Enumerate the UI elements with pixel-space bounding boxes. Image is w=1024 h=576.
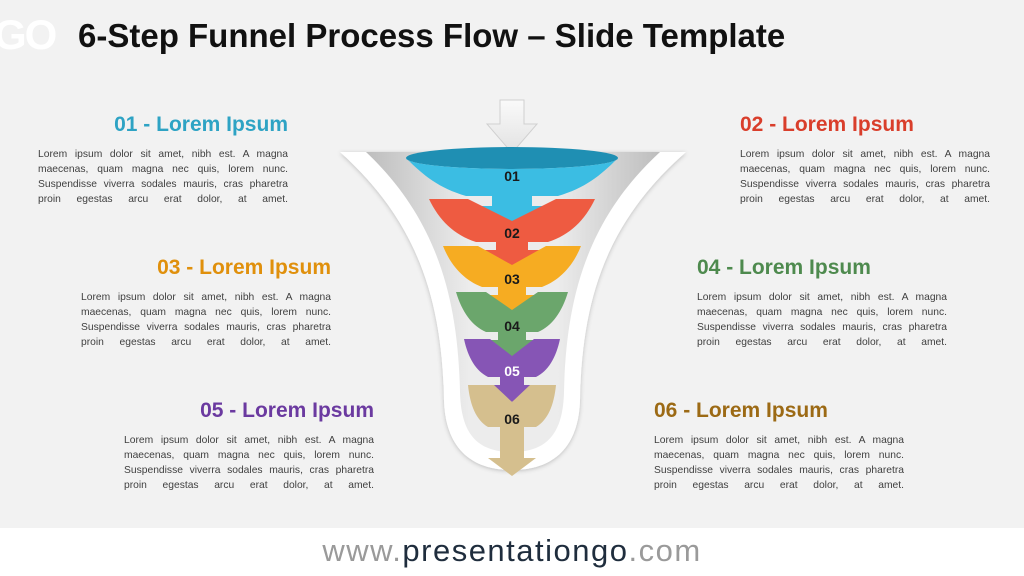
step-02-number: 02 bbox=[504, 225, 520, 241]
footer-brand-name: presentationgo bbox=[402, 533, 629, 568]
step-04-heading: 04 - Lorem Ipsum bbox=[697, 256, 871, 279]
step-06-number: 06 bbox=[504, 411, 520, 427]
step-02-text: Lorem ipsum dolor sit amet, nibh est. A … bbox=[740, 149, 990, 206]
step-06-heading: 06 - Lorem Ipsum bbox=[654, 399, 828, 422]
step-03-block: 03 - Lorem Ipsum Lorem ipsum dolor sit a… bbox=[81, 255, 331, 350]
step-03-shape bbox=[443, 246, 581, 312]
step-05-number: 05 bbox=[504, 363, 520, 379]
step-05-heading: 05 - Lorem Ipsum bbox=[200, 399, 374, 422]
logo-fragment: GO bbox=[0, 11, 57, 58]
step-02-block: 02 - Lorem Ipsum Lorem ipsum dolor sit a… bbox=[740, 112, 990, 207]
step-03-heading: 03 - Lorem Ipsum bbox=[157, 256, 331, 279]
slide-title: 6-Step Funnel Process Flow – Slide Templ… bbox=[78, 17, 786, 54]
step-05-shape bbox=[464, 339, 560, 402]
step-06-shape bbox=[468, 385, 556, 476]
step-02-heading: 02 - Lorem Ipsum bbox=[740, 113, 914, 136]
footer-suffix: .com bbox=[628, 533, 702, 568]
step-02-shape bbox=[429, 199, 595, 266]
step-04-shape bbox=[456, 292, 568, 358]
step-03-number: 03 bbox=[504, 271, 520, 287]
step-01-rim bbox=[406, 147, 618, 169]
step-01-block: 01 - Lorem Ipsum Lorem ipsum dolor sit a… bbox=[38, 112, 288, 207]
step-04-number: 04 bbox=[504, 318, 520, 334]
step-03-text: Lorem ipsum dolor sit amet, nibh est. A … bbox=[81, 292, 331, 349]
step-01-text: Lorem ipsum dolor sit amet, nibh est. A … bbox=[38, 149, 288, 206]
entry-arrow-icon bbox=[485, 99, 539, 154]
footer-brand[interactable]: www.presentationgo.com bbox=[0, 528, 1024, 576]
funnel-diagram: 01 02 03 04 05 06 bbox=[340, 99, 686, 476]
footer-prefix: www. bbox=[322, 533, 403, 568]
step-06-text: Lorem ipsum dolor sit amet, nibh est. A … bbox=[654, 435, 904, 492]
slide-canvas: GO 6-Step Funnel Process Flow – Slide Te… bbox=[0, 0, 1024, 528]
step-04-block: 04 - Lorem Ipsum Lorem ipsum dolor sit a… bbox=[697, 255, 947, 350]
step-01-number: 01 bbox=[504, 168, 520, 184]
step-04-text: Lorem ipsum dolor sit amet, nibh est. A … bbox=[697, 292, 947, 349]
step-01-heading: 01 - Lorem Ipsum bbox=[114, 113, 288, 136]
step-01-shape bbox=[406, 158, 618, 224]
step-05-text: Lorem ipsum dolor sit amet, nibh est. A … bbox=[124, 435, 374, 492]
step-06-block: 06 - Lorem Ipsum Lorem ipsum dolor sit a… bbox=[654, 398, 904, 493]
step-05-block: 05 - Lorem Ipsum Lorem ipsum dolor sit a… bbox=[124, 398, 374, 493]
